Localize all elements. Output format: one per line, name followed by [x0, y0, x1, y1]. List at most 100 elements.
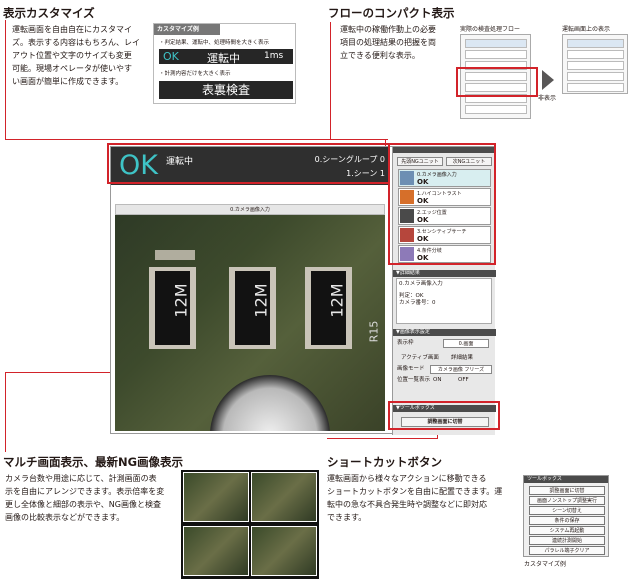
flow-real-label: 実際の検査処理フロー: [460, 26, 521, 33]
camera-image-title: 0.カメラ画像入力: [115, 204, 385, 215]
connector-display-h: [5, 139, 385, 140]
display-section-desc: 運転画面を自由自在にカスタマイ ズ。表示する内容はもちろん、レイ アウト位置や文…: [12, 25, 140, 86]
main-runtime-screen: OK 運転中 0.シーングループ 0 1.シーン 1 0.カメラ画像入力 12M…: [110, 146, 496, 435]
shortcut-toolbox-panel: ツールボックス 調整画面に切替 画面ノンストップ調整実行 シーン切替え 条件の保…: [523, 475, 609, 557]
example-ok-strip: OK 運転中 1ms: [159, 49, 293, 65]
toolbox-header: [524, 476, 608, 483]
flow-row: [567, 72, 624, 81]
highlight-status-bar: [107, 143, 390, 184]
judgement-ok: OK: [119, 150, 158, 181]
multi-thumb: [183, 472, 249, 522]
example-title: カスタマイズ例: [154, 24, 220, 35]
example-ok: OK: [163, 50, 179, 63]
running-label: 運転中: [166, 157, 194, 167]
capacitor: [210, 375, 330, 431]
scene-label: 1.シーン 1: [346, 169, 385, 178]
image-mode-label: 画像モード: [397, 366, 425, 372]
shortcut-button-adjust[interactable]: 調整画面に切替: [529, 486, 605, 495]
flow-section-title: フローのコンパクト表示: [328, 6, 455, 20]
toolbox-panel-title: ツールボックス: [527, 476, 562, 482]
flow-hidden-label: 非表示: [538, 95, 557, 102]
shortcut-button-continuous[interactable]: 連続計測開始: [529, 536, 605, 545]
flow-row: [567, 61, 624, 70]
resistor-chip: 12M: [229, 267, 276, 349]
toolbox-title: ▼ツールボックス: [396, 405, 435, 411]
active-screen-label: アクティブ画面: [401, 355, 439, 361]
flow-row: [465, 94, 527, 103]
position-list-off[interactable]: OFF: [458, 377, 469, 383]
connector-flow-h: [330, 139, 388, 140]
connector-flow-v: [330, 22, 331, 139]
highlight-flow-panel: [388, 143, 496, 265]
detail-box: 0.カメラ画像入力 判定：OK カメラ番号：0: [396, 278, 492, 324]
image-setting-header-bar: [393, 329, 496, 336]
detail-result-label: 詳細結果: [451, 355, 474, 361]
customize-example-panel: カスタマイズ例 ・判定結果、運転中、処理時間を大きく表示 OK 運転中 1ms …: [153, 23, 296, 104]
multi-thumb: [251, 472, 317, 522]
flow-row: [465, 72, 527, 81]
camera-image-view[interactable]: 12M 12M 12M R15: [115, 215, 385, 431]
flow-row: [465, 83, 527, 92]
example-note-2: ・計測内容だけを大きく表示: [159, 71, 231, 77]
scene-group-label: 0.シーングループ 0: [314, 155, 385, 164]
shortcut-button-restart[interactable]: システム再起動: [529, 526, 605, 535]
solder-pad: [155, 250, 195, 260]
shortcut-caption: カスタマイズ例: [524, 561, 566, 568]
next-ng-unit-button[interactable]: 次NGユニット: [446, 157, 492, 166]
position-list-on[interactable]: ON: [433, 377, 442, 383]
example-note-1: ・判定結果、運転中、処理時間を大きく表示: [159, 40, 270, 46]
example-big-strip: 表裏検査: [159, 81, 293, 99]
toolbox-header-bar: [393, 405, 496, 412]
image-mode-select[interactable]: カメラ画像 フリーズ: [430, 365, 492, 374]
connector-short-h: [327, 438, 437, 439]
flow-real-panel: [460, 34, 531, 119]
branch-icon: [400, 247, 414, 261]
flow-row: [567, 39, 624, 48]
pcb-silkscreen-label: R15: [367, 320, 381, 343]
example-running: 運転中: [207, 52, 240, 65]
flow-row: [465, 50, 527, 59]
first-ng-unit-button[interactable]: 先頭NGユニット: [397, 157, 443, 166]
flow-compact-label: 運転画面上の表示: [562, 26, 611, 33]
example-big-text: 表裏検査: [201, 83, 250, 97]
highlight-toolbox: [388, 401, 500, 430]
flow-compact-panel: [562, 34, 628, 94]
display-frame-label: 表示枠: [397, 340, 414, 346]
display-section-title: 表示カスタマイズ: [3, 6, 95, 20]
camera-icon: [400, 171, 414, 185]
connector-multi-h: [5, 372, 153, 373]
connector-display-v: [5, 20, 6, 139]
arrow-right-icon: [542, 70, 554, 90]
flow-row: [567, 83, 624, 92]
flow-hidden-highlight: [456, 67, 538, 97]
status-bar: OK 運転中 0.シーングループ 0 1.シーン 1: [111, 147, 389, 185]
multi-thumb: [251, 526, 317, 576]
flow-row: [465, 61, 527, 70]
flow-row: [567, 50, 624, 59]
shortcut-button-parallel-clear[interactable]: パラレル端子クリア: [529, 546, 605, 555]
shortcut-button-scene[interactable]: シーン切替え: [529, 506, 605, 515]
multi-section-desc: カメラ台数や用途に応じて、計測画面の表 示を自由にアレンジできます。表示倍率を変…: [5, 474, 165, 522]
shortcut-button-nonstop[interactable]: 画面ノンストップ調整実行: [529, 496, 605, 505]
display-frame-select[interactable]: 0.画面: [443, 339, 489, 348]
multi-screen-preview: [181, 470, 319, 579]
switch-adjust-screen-button[interactable]: 調整画面に切替: [401, 417, 489, 427]
search-icon: [400, 228, 414, 242]
shortcut-section-desc: 運転画面から様々なアクションに移動できる ショートカットボタンを自由に配置できま…: [327, 474, 503, 522]
contrast-icon: [400, 190, 414, 204]
shortcut-button-save[interactable]: 条件の保存: [529, 516, 605, 525]
resistor-chip: 12M: [149, 267, 196, 349]
panel-header-bar: [393, 147, 496, 153]
resistor-chip: 12M: [305, 267, 352, 349]
connector-display-v2: [385, 139, 386, 146]
detail-title: ▼詳細結果: [396, 270, 420, 276]
position-list-label: 位置一覧表示: [397, 377, 431, 383]
image-setting-title: ▼画像表示設定: [396, 329, 430, 335]
edge-icon: [400, 209, 414, 223]
